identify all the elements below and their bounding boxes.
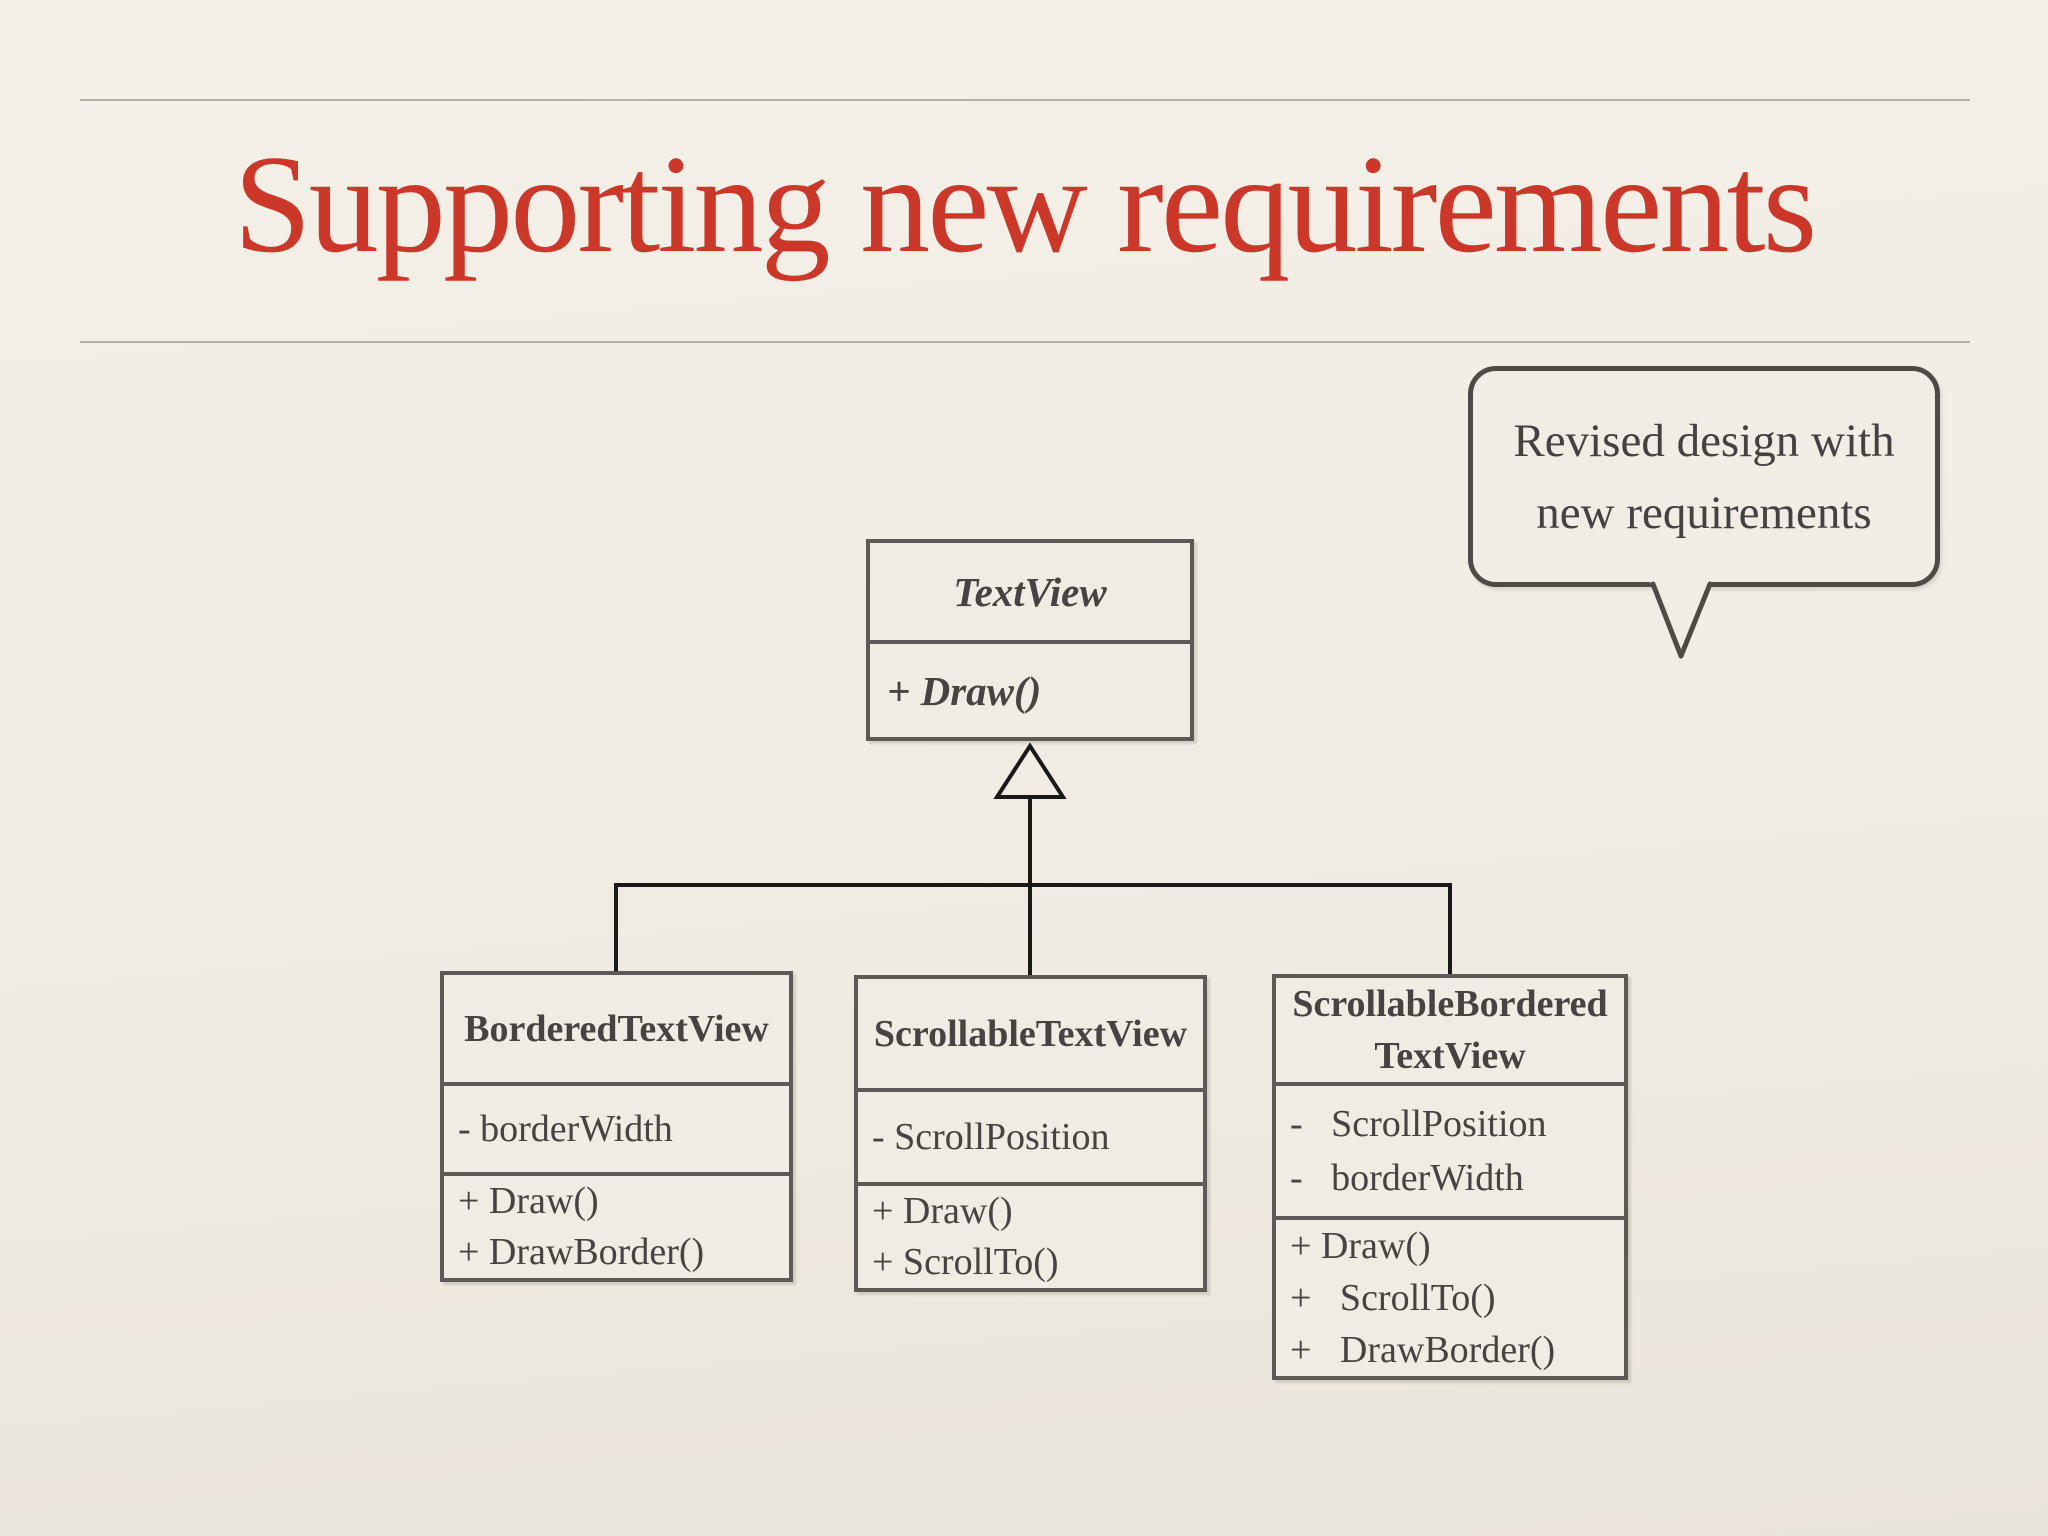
attributes-section-borderedtextview: - borderWidth bbox=[444, 1082, 789, 1172]
inheritance-connectors bbox=[614, 742, 1452, 983]
method-row: + Draw() bbox=[458, 1180, 599, 1222]
attribute-row: - ScrollPosition bbox=[1290, 1103, 1547, 1146]
class-box-scrollablebordered-textview: ScrollableBordered TextView - ScrollPosi… bbox=[1272, 974, 1628, 1380]
method-row: + Draw() bbox=[872, 1190, 1013, 1232]
method-row: + Draw() bbox=[887, 667, 1042, 714]
attribute-row: - ScrollPosition bbox=[872, 1116, 1110, 1158]
class-name-borderedtextview: BorderedTextView bbox=[464, 1007, 769, 1050]
methods-section-scrollablebordered-textview: + Draw() + ScrollTo() + DrawBorder() bbox=[1276, 1216, 1624, 1376]
attribute-row: - borderWidth bbox=[458, 1108, 673, 1150]
attribute-row: - borderWidth bbox=[1290, 1157, 1524, 1200]
class-box-borderedtextview: BorderedTextView - borderWidth + Draw() … bbox=[440, 971, 793, 1282]
methods-section-scrollabletextview: + Draw() + ScrollTo() bbox=[858, 1182, 1203, 1288]
class-name-textview: TextView bbox=[953, 568, 1107, 615]
title-divider-line bbox=[80, 341, 1970, 343]
method-row: + DrawBorder() bbox=[458, 1231, 705, 1273]
class-box-scrollabletextview: ScrollableTextView - ScrollPosition + Dr… bbox=[854, 975, 1207, 1292]
attributes-section-scrollabletextview: - ScrollPosition bbox=[858, 1088, 1203, 1182]
page-title: Supporting new requirements bbox=[233, 127, 1818, 282]
inheritance-triangle-icon bbox=[993, 742, 1067, 799]
callout-bubble: Revised design with new requirements bbox=[1468, 366, 1940, 587]
callout-text: Revised design with new requirements bbox=[1513, 414, 1895, 539]
attributes-section-scrollablebordered-textview: - ScrollPosition - borderWidth bbox=[1276, 1082, 1624, 1216]
callout-tail bbox=[1650, 581, 1713, 659]
methods-section-borderedtextview: + Draw() + DrawBorder() bbox=[444, 1172, 789, 1278]
method-row: + Draw() bbox=[1290, 1225, 1431, 1267]
class-name-scrollablebordered-textview: ScrollableBordered TextView bbox=[1292, 983, 1608, 1078]
class-name-scrollabletextview: ScrollableTextView bbox=[873, 1012, 1188, 1055]
class-box-textview: TextView + Draw() bbox=[866, 539, 1194, 741]
top-divider-line bbox=[80, 99, 1970, 101]
method-row: + ScrollTo() bbox=[872, 1241, 1059, 1283]
method-row: + DrawBorder() bbox=[1290, 1329, 1556, 1371]
method-row: + ScrollTo() bbox=[1290, 1277, 1496, 1319]
methods-section-textview: + Draw() bbox=[870, 640, 1190, 737]
